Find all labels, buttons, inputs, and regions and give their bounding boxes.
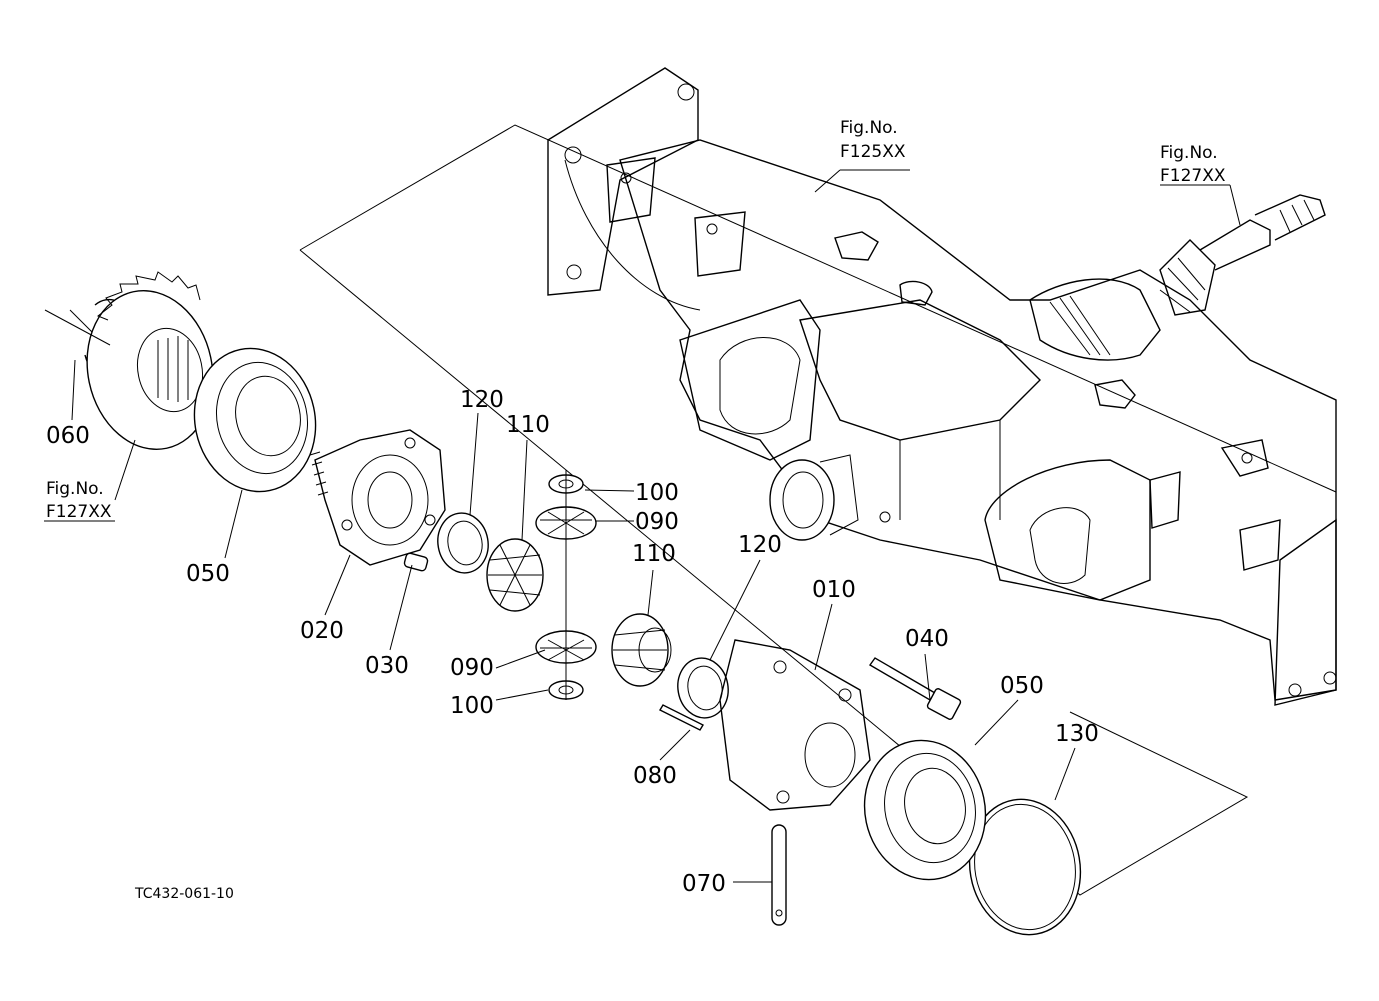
part-label-050-right: 050 (1000, 673, 1044, 699)
fig-ref-ring-gear-line2: F127XX (46, 502, 112, 522)
part-label-100-upper: 100 (635, 480, 679, 506)
part-label-060: 060 (46, 423, 90, 449)
part-label-020: 020 (300, 618, 344, 644)
bearing-left-drawing (193, 347, 317, 493)
part-label-120-upper: 120 (460, 387, 504, 413)
fig-ref-housing-line1: Fig.No. (840, 118, 898, 138)
part-label-030: 030 (365, 653, 409, 679)
fig-ref-ring-gear-line1: Fig.No. (46, 479, 104, 499)
axle-housing-drawing (299, 67, 1337, 896)
part-label-040: 040 (905, 626, 949, 652)
thrust-washers-drawing (437, 512, 1082, 936)
figure-references: Fig.No. F125XX Fig.No. F127XX Fig.No. F1… (44, 118, 1226, 522)
part-label-090-lower: 090 (450, 655, 494, 681)
part-number-labels: 060 050 020 030 120 110 100 090 110 090 … (46, 387, 1099, 897)
leader-lines (71, 359, 1076, 883)
drawing-code: TC432-061-10 (134, 886, 234, 902)
part-label-090-upper: 090 (635, 509, 679, 535)
bearing-right-drawing (863, 739, 987, 881)
fig-ref-housing-line2: F125XX (840, 142, 906, 162)
part-label-130: 130 (1055, 721, 1099, 747)
fig-ref-pinion-line1: Fig.No. (1160, 143, 1218, 163)
fig-ref-pinion-line2: F127XX (1160, 166, 1226, 186)
ring-gear-drawing (44, 271, 214, 451)
diff-case-cover-drawing (309, 429, 446, 572)
part-label-070: 070 (682, 871, 726, 897)
diff-case-drawing (659, 639, 962, 926)
part-label-010: 010 (812, 577, 856, 603)
part-label-110-lower: 110 (632, 541, 676, 567)
part-label-080: 080 (633, 763, 677, 789)
part-label-100-lower: 100 (450, 693, 494, 719)
diff-gears-drawing (486, 470, 672, 700)
part-label-110-upper: 110 (506, 412, 550, 438)
part-label-050-left: 050 (186, 561, 230, 587)
part-label-120-lower: 120 (738, 532, 782, 558)
